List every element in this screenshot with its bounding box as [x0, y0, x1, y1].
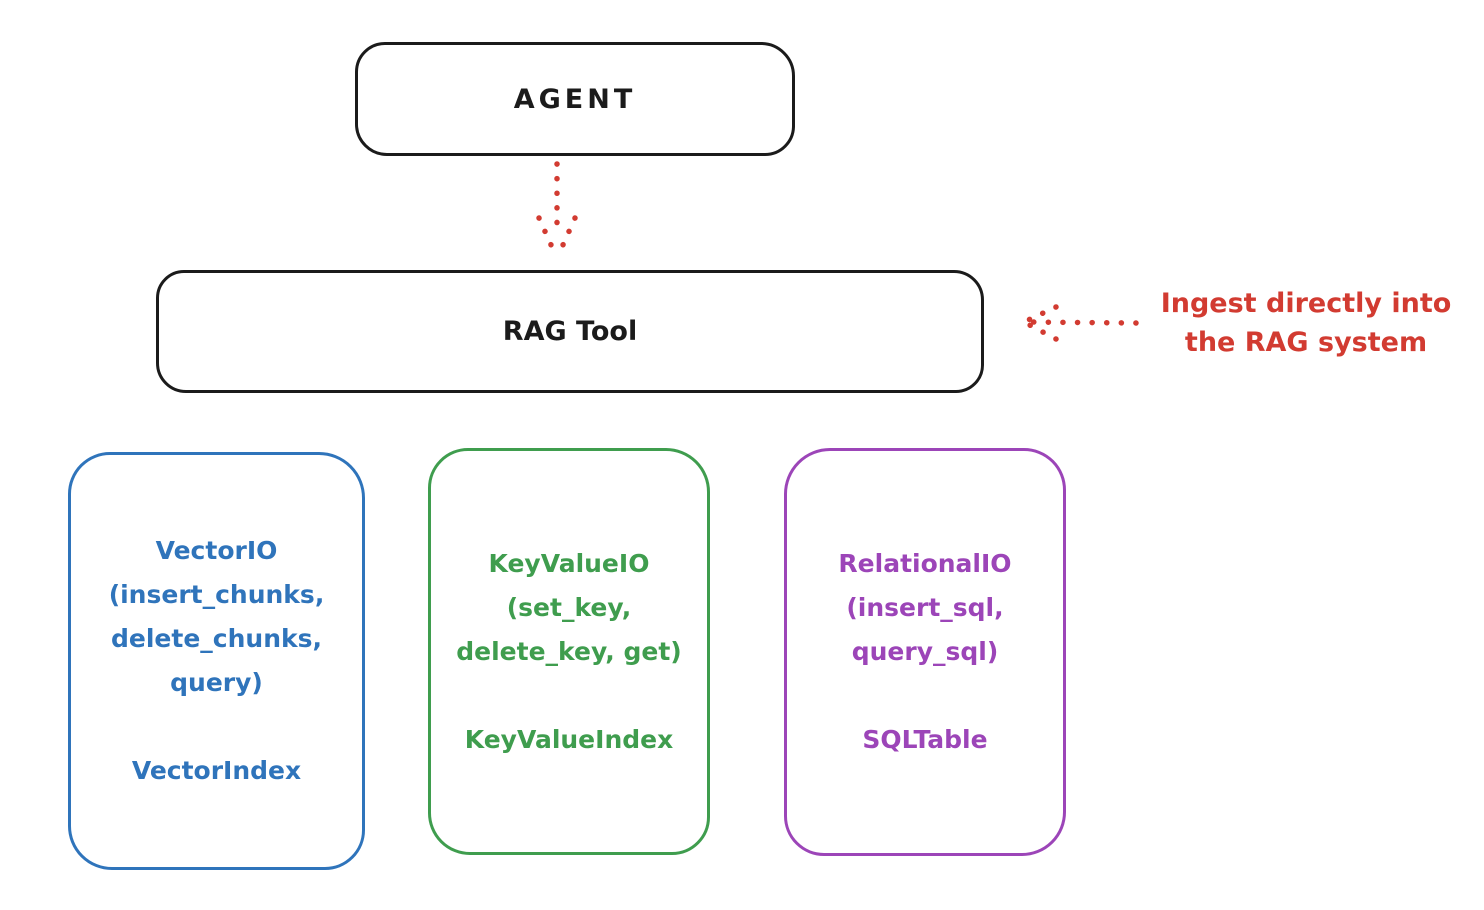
relational-io-node: RelationalIO (insert_sql, query_sql) SQL…: [784, 448, 1066, 856]
relational-io-line: (insert_sql,: [846, 593, 1004, 622]
vector-io-line: delete_chunks,: [111, 624, 322, 653]
rag-tool-node: RAG Tool: [156, 270, 984, 393]
dotted-left-arrow-icon: [1021, 304, 1139, 342]
vector-io-line: (insert_chunks,: [108, 580, 325, 609]
sql-table-label: SQLTable: [862, 725, 988, 754]
vector-io-line: VectorIO: [155, 536, 278, 565]
vector-io-line: query): [170, 668, 263, 697]
agent-node-label: AGENT: [513, 83, 637, 115]
relational-io-line: RelationalIO: [838, 549, 1012, 578]
keyvalue-io-line: (set_key,: [506, 592, 632, 622]
dotted-down-arrow-icon: [536, 161, 578, 259]
ingest-annotation-line1: Ingest directly into: [1160, 288, 1452, 319]
agent-node: AGENT: [355, 42, 795, 156]
keyvalue-index-label: KeyValueIndex: [464, 724, 674, 754]
vector-index-label: VectorIndex: [131, 756, 302, 785]
rag-tool-node-label: RAG Tool: [502, 316, 638, 347]
relational-io-line: query_sql): [851, 637, 999, 666]
ingest-annotation: Ingest directly into the RAG system: [1130, 284, 1482, 362]
ingest-annotation-line2: the RAG system: [1184, 327, 1428, 358]
keyvalue-io-line: delete_key, get): [456, 636, 682, 666]
keyvalue-io-line: KeyValueIO: [488, 548, 650, 578]
vector-io-node: VectorIO (insert_chunks, delete_chunks, …: [68, 452, 365, 870]
keyvalue-io-node: KeyValueIO (set_key, delete_key, get) Ke…: [428, 448, 710, 855]
